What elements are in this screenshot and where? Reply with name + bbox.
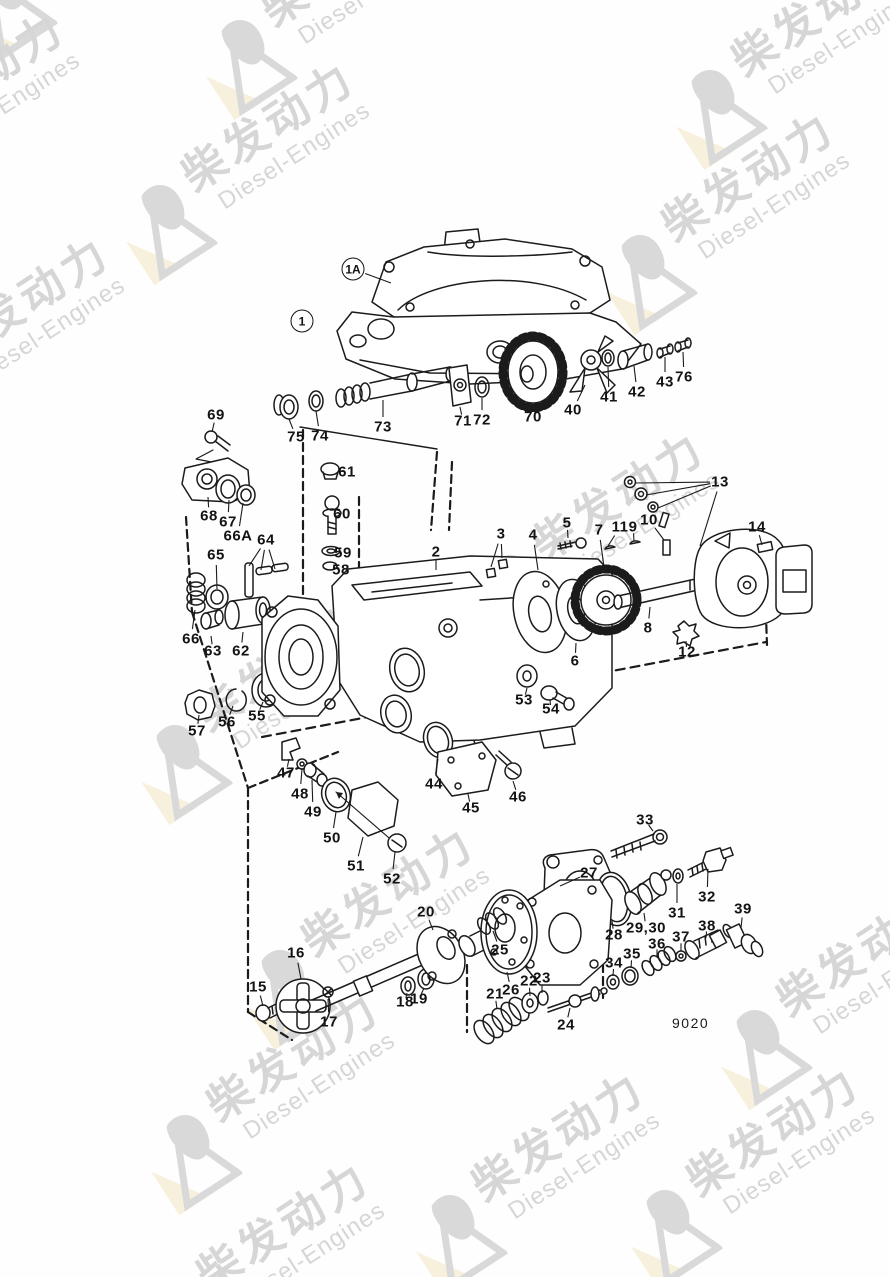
fitting-53-54-drawing bbox=[517, 665, 574, 710]
part-label-24: 24 bbox=[557, 1016, 575, 1034]
part-label-8: 8 bbox=[643, 619, 653, 637]
part-label-57: 57 bbox=[188, 722, 206, 740]
governor-group-drawing bbox=[256, 880, 612, 1047]
part-label-50: 50 bbox=[323, 829, 341, 847]
part-label-74: 74 bbox=[311, 427, 329, 445]
overflow-valve-drawing bbox=[282, 738, 406, 852]
part-label-39: 39 bbox=[734, 900, 752, 918]
part-label-27: 27 bbox=[580, 864, 598, 882]
part-label-42: 42 bbox=[628, 383, 646, 401]
part-label-11: 11 bbox=[611, 518, 629, 536]
part-label-63: 63 bbox=[204, 642, 222, 660]
drive-train-drawing bbox=[486, 512, 812, 657]
fastener-set-13-drawing bbox=[625, 477, 659, 513]
part-label-68: 68 bbox=[200, 507, 218, 525]
part-label-25: 25 bbox=[491, 941, 509, 959]
part-label-41: 41 bbox=[600, 388, 618, 406]
part-label-22: 22 bbox=[520, 972, 538, 990]
side-cover-drawing bbox=[419, 718, 521, 796]
part-label-1: 1 bbox=[290, 309, 314, 333]
part-label-31: 31 bbox=[668, 904, 686, 922]
part-label-36: 36 bbox=[648, 935, 666, 953]
part-label-2: 2 bbox=[431, 543, 441, 561]
part-label-56: 56 bbox=[218, 713, 236, 731]
part-label-15: 15 bbox=[249, 978, 267, 996]
part-label-49: 49 bbox=[304, 803, 322, 821]
part-label-40: 40 bbox=[564, 401, 582, 419]
part-label-4: 4 bbox=[528, 526, 538, 544]
part-label-66A: 66A bbox=[223, 527, 253, 545]
part-label-12: 12 bbox=[678, 643, 696, 661]
part-label-18: 18 bbox=[396, 993, 414, 1011]
part-label-51: 51 bbox=[347, 857, 365, 875]
part-label-67: 67 bbox=[219, 513, 237, 531]
part-label-53: 53 bbox=[515, 691, 533, 709]
part-label-62: 62 bbox=[232, 642, 250, 660]
part-label-55: 55 bbox=[248, 707, 266, 725]
part-label-16: 16 bbox=[287, 944, 305, 962]
part-label-65: 65 bbox=[207, 546, 225, 564]
part-label-70: 70 bbox=[524, 408, 542, 426]
part-label-5: 5 bbox=[562, 514, 572, 532]
part-label-54: 54 bbox=[542, 700, 560, 718]
left-parts-drawing bbox=[182, 431, 288, 720]
part-label-10: 10 bbox=[640, 511, 658, 529]
part-label-71: 71 bbox=[454, 412, 472, 430]
part-label-21: 21 bbox=[486, 985, 504, 1003]
part-label-32: 32 bbox=[698, 888, 716, 906]
part-label-3: 3 bbox=[496, 525, 506, 543]
part-label-48: 48 bbox=[291, 785, 309, 803]
part-label-43: 43 bbox=[656, 373, 674, 391]
part-label-34: 34 bbox=[605, 954, 623, 972]
part-label-64: 64 bbox=[257, 531, 275, 549]
part-label-7: 7 bbox=[594, 521, 604, 539]
part-label-33: 33 bbox=[636, 811, 654, 829]
part-label-59: 59 bbox=[334, 544, 352, 562]
part-label-76: 76 bbox=[675, 368, 693, 386]
part-label-9: 9 bbox=[628, 518, 638, 536]
part-label-75: 75 bbox=[287, 428, 305, 446]
part-label-13: 13 bbox=[711, 473, 729, 491]
part-label-19: 19 bbox=[410, 990, 428, 1008]
part-label-38: 38 bbox=[698, 917, 716, 935]
part-label-45: 45 bbox=[462, 799, 480, 817]
part-label-47: 47 bbox=[277, 764, 295, 782]
part-label-52: 52 bbox=[383, 870, 401, 888]
part-label-35: 35 bbox=[623, 945, 641, 963]
part-label-23: 23 bbox=[533, 969, 551, 987]
part-label-1A: 1A bbox=[341, 257, 365, 281]
part-label-20: 20 bbox=[417, 903, 435, 921]
part-label-72: 72 bbox=[473, 411, 491, 429]
part-label-66: 66 bbox=[182, 630, 200, 648]
part-label-61: 61 bbox=[338, 463, 356, 481]
part-label-73: 73 bbox=[374, 418, 392, 436]
part-label-46: 46 bbox=[509, 788, 527, 806]
valve-stack-drawing bbox=[321, 463, 341, 570]
drawing-number: 9020 bbox=[672, 1015, 710, 1031]
part-label-44: 44 bbox=[425, 775, 443, 793]
part-label-69: 69 bbox=[207, 406, 225, 424]
part-label-60: 60 bbox=[333, 505, 351, 523]
part-label-26: 26 bbox=[502, 981, 520, 999]
part-label-17: 17 bbox=[320, 1013, 338, 1031]
part-label-14: 14 bbox=[748, 518, 766, 536]
part-label-37: 37 bbox=[672, 928, 690, 946]
part-label-58: 58 bbox=[332, 561, 350, 579]
part-label-6: 6 bbox=[570, 652, 580, 670]
part-label-28: 28 bbox=[605, 926, 623, 944]
part-label-29-30: 29,30 bbox=[625, 919, 667, 937]
